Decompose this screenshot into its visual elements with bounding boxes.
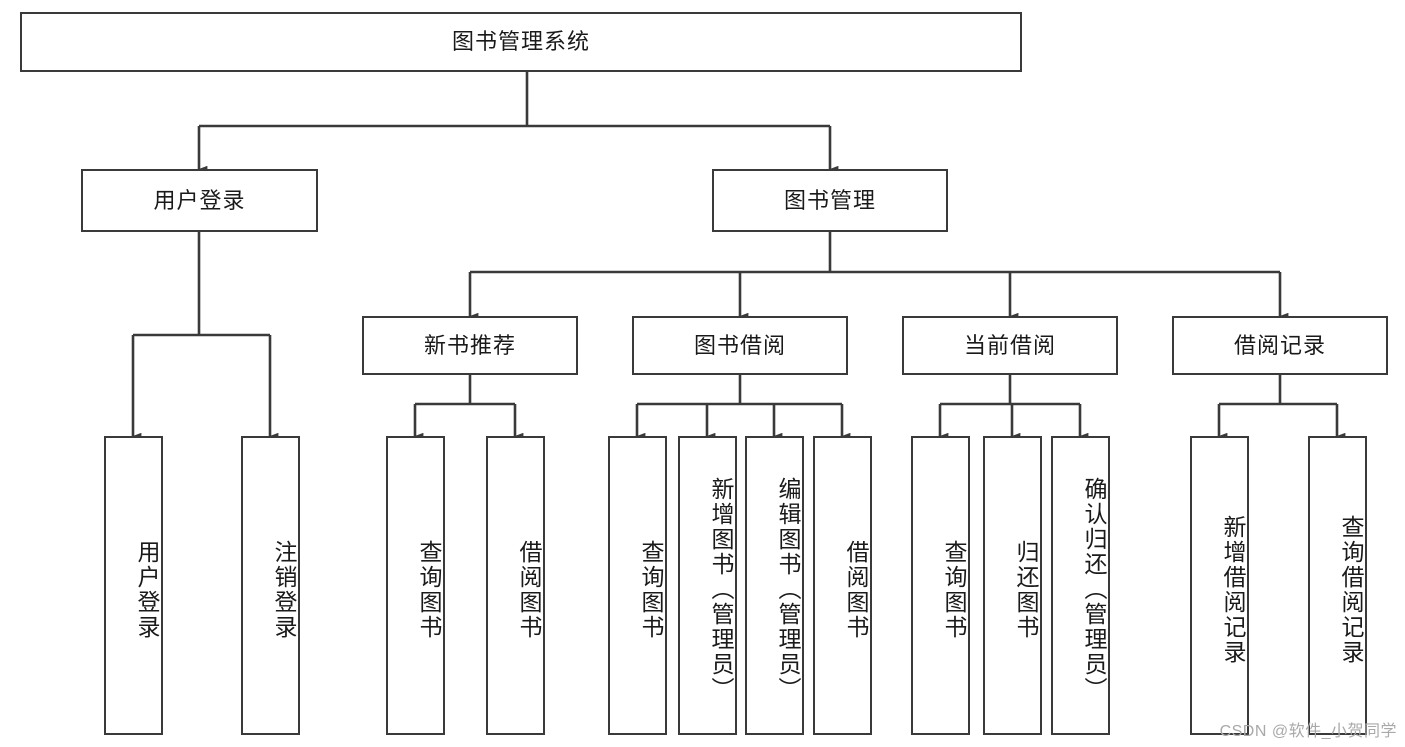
node-leaf-logout-label: 注销登录 (271, 539, 297, 640)
node-leaf-add-book-admin-label: 新增图书（管理员） (708, 477, 734, 702)
node-level3-book-borrow[interactable]: 图书借阅 (632, 316, 848, 375)
node-leaf-borrow-book-newbook[interactable]: 借阅图书 (486, 436, 545, 735)
node-level3-current-borrow-label: 当前借阅 (963, 332, 1056, 358)
node-leaf-query-borrow-record[interactable]: 查询借阅记录 (1308, 436, 1367, 735)
node-level2-book-management-label: 图书管理 (783, 187, 876, 213)
node-leaf-query-book-current[interactable]: 查询图书 (911, 436, 970, 735)
connectors-group (131, 72, 1346, 440)
node-leaf-query-book-current-label: 查询图书 (941, 539, 967, 640)
node-leaf-query-book-newbook[interactable]: 查询图书 (386, 436, 445, 735)
node-level3-book-borrow-label: 图书借阅 (693, 332, 786, 358)
node-root-label: 图书管理系统 (451, 29, 590, 55)
node-leaf-query-borrow-record-label: 查询借阅记录 (1338, 514, 1364, 665)
node-level2-user-login[interactable]: 用户登录 (81, 169, 318, 232)
node-leaf-logout[interactable]: 注销登录 (241, 436, 300, 735)
node-leaf-add-borrow-record-label: 新增借阅记录 (1220, 514, 1246, 665)
node-root[interactable]: 图书管理系统 (20, 12, 1022, 72)
node-leaf-user-login-label: 用户登录 (134, 539, 160, 640)
node-leaf-confirm-return-admin[interactable]: 确认归还（管理员） (1051, 436, 1110, 735)
node-leaf-add-book-admin[interactable]: 新增图书（管理员） (678, 436, 737, 735)
node-leaf-borrow-book-newbook-label: 借阅图书 (516, 539, 542, 640)
node-leaf-return-book-label: 归还图书 (1013, 539, 1039, 640)
node-leaf-user-login[interactable]: 用户登录 (104, 436, 163, 735)
node-level2-book-management[interactable]: 图书管理 (712, 169, 948, 232)
node-level2-user-login-label: 用户登录 (153, 187, 246, 213)
node-leaf-add-borrow-record[interactable]: 新增借阅记录 (1190, 436, 1249, 735)
node-level3-new-book-recommend-label: 新书推荐 (423, 332, 516, 358)
node-leaf-borrow-book-label: 借阅图书 (843, 539, 869, 640)
node-leaf-query-book-borrow[interactable]: 查询图书 (608, 436, 667, 735)
node-leaf-return-book[interactable]: 归还图书 (983, 436, 1042, 735)
node-level3-borrow-record-label: 借阅记录 (1233, 332, 1326, 358)
node-leaf-edit-book-admin-label: 编辑图书（管理员） (775, 477, 801, 702)
node-leaf-edit-book-admin[interactable]: 编辑图书（管理员） (745, 436, 804, 735)
node-level3-borrow-record[interactable]: 借阅记录 (1172, 316, 1388, 375)
node-leaf-borrow-book[interactable]: 借阅图书 (813, 436, 872, 735)
node-level3-current-borrow[interactable]: 当前借阅 (902, 316, 1118, 375)
node-leaf-confirm-return-admin-label: 确认归还（管理员） (1081, 477, 1107, 702)
node-leaf-query-book-borrow-label: 查询图书 (638, 539, 664, 640)
node-leaf-query-book-newbook-label: 查询图书 (416, 539, 442, 640)
node-level3-new-book-recommend[interactable]: 新书推荐 (362, 316, 578, 375)
